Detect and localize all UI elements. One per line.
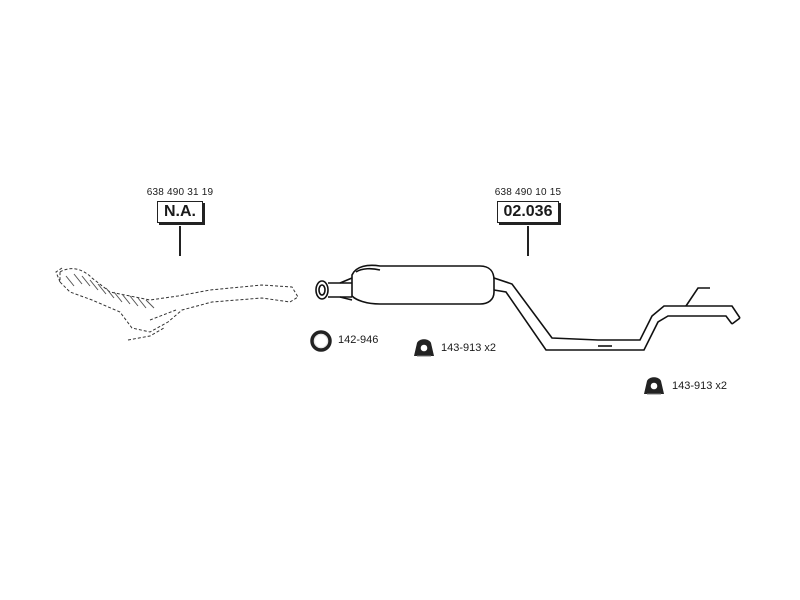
accessory-label-gasket: 142-946 (338, 334, 379, 346)
part-code-box: N.A. (157, 201, 203, 223)
assembly-label-front-pipe: 638 490 31 19 N.A. (130, 187, 230, 223)
accessory-label-mount-2: 143-913 x2 (672, 380, 728, 392)
leader-line-front-pipe (179, 226, 181, 256)
accessory-label-mount-1: 143-913 x2 (441, 342, 497, 354)
part-code-box: 02.036 (496, 201, 560, 223)
assembly-label-middle-silencer: 638 490 10 15 02.036 (478, 187, 578, 223)
gasket-ring-icon (310, 330, 332, 352)
front-pipe-hatching (65, 273, 155, 309)
oem-number: 638 490 31 19 (146, 187, 214, 198)
rubber-mount-icon (644, 377, 664, 395)
middle-silencer-drawing (315, 264, 741, 351)
rubber-mount-icon (414, 339, 434, 357)
front-pipe-drawing (55, 267, 299, 341)
oem-number: 638 490 10 15 (494, 187, 562, 198)
leader-line-middle-silencer (527, 226, 529, 256)
